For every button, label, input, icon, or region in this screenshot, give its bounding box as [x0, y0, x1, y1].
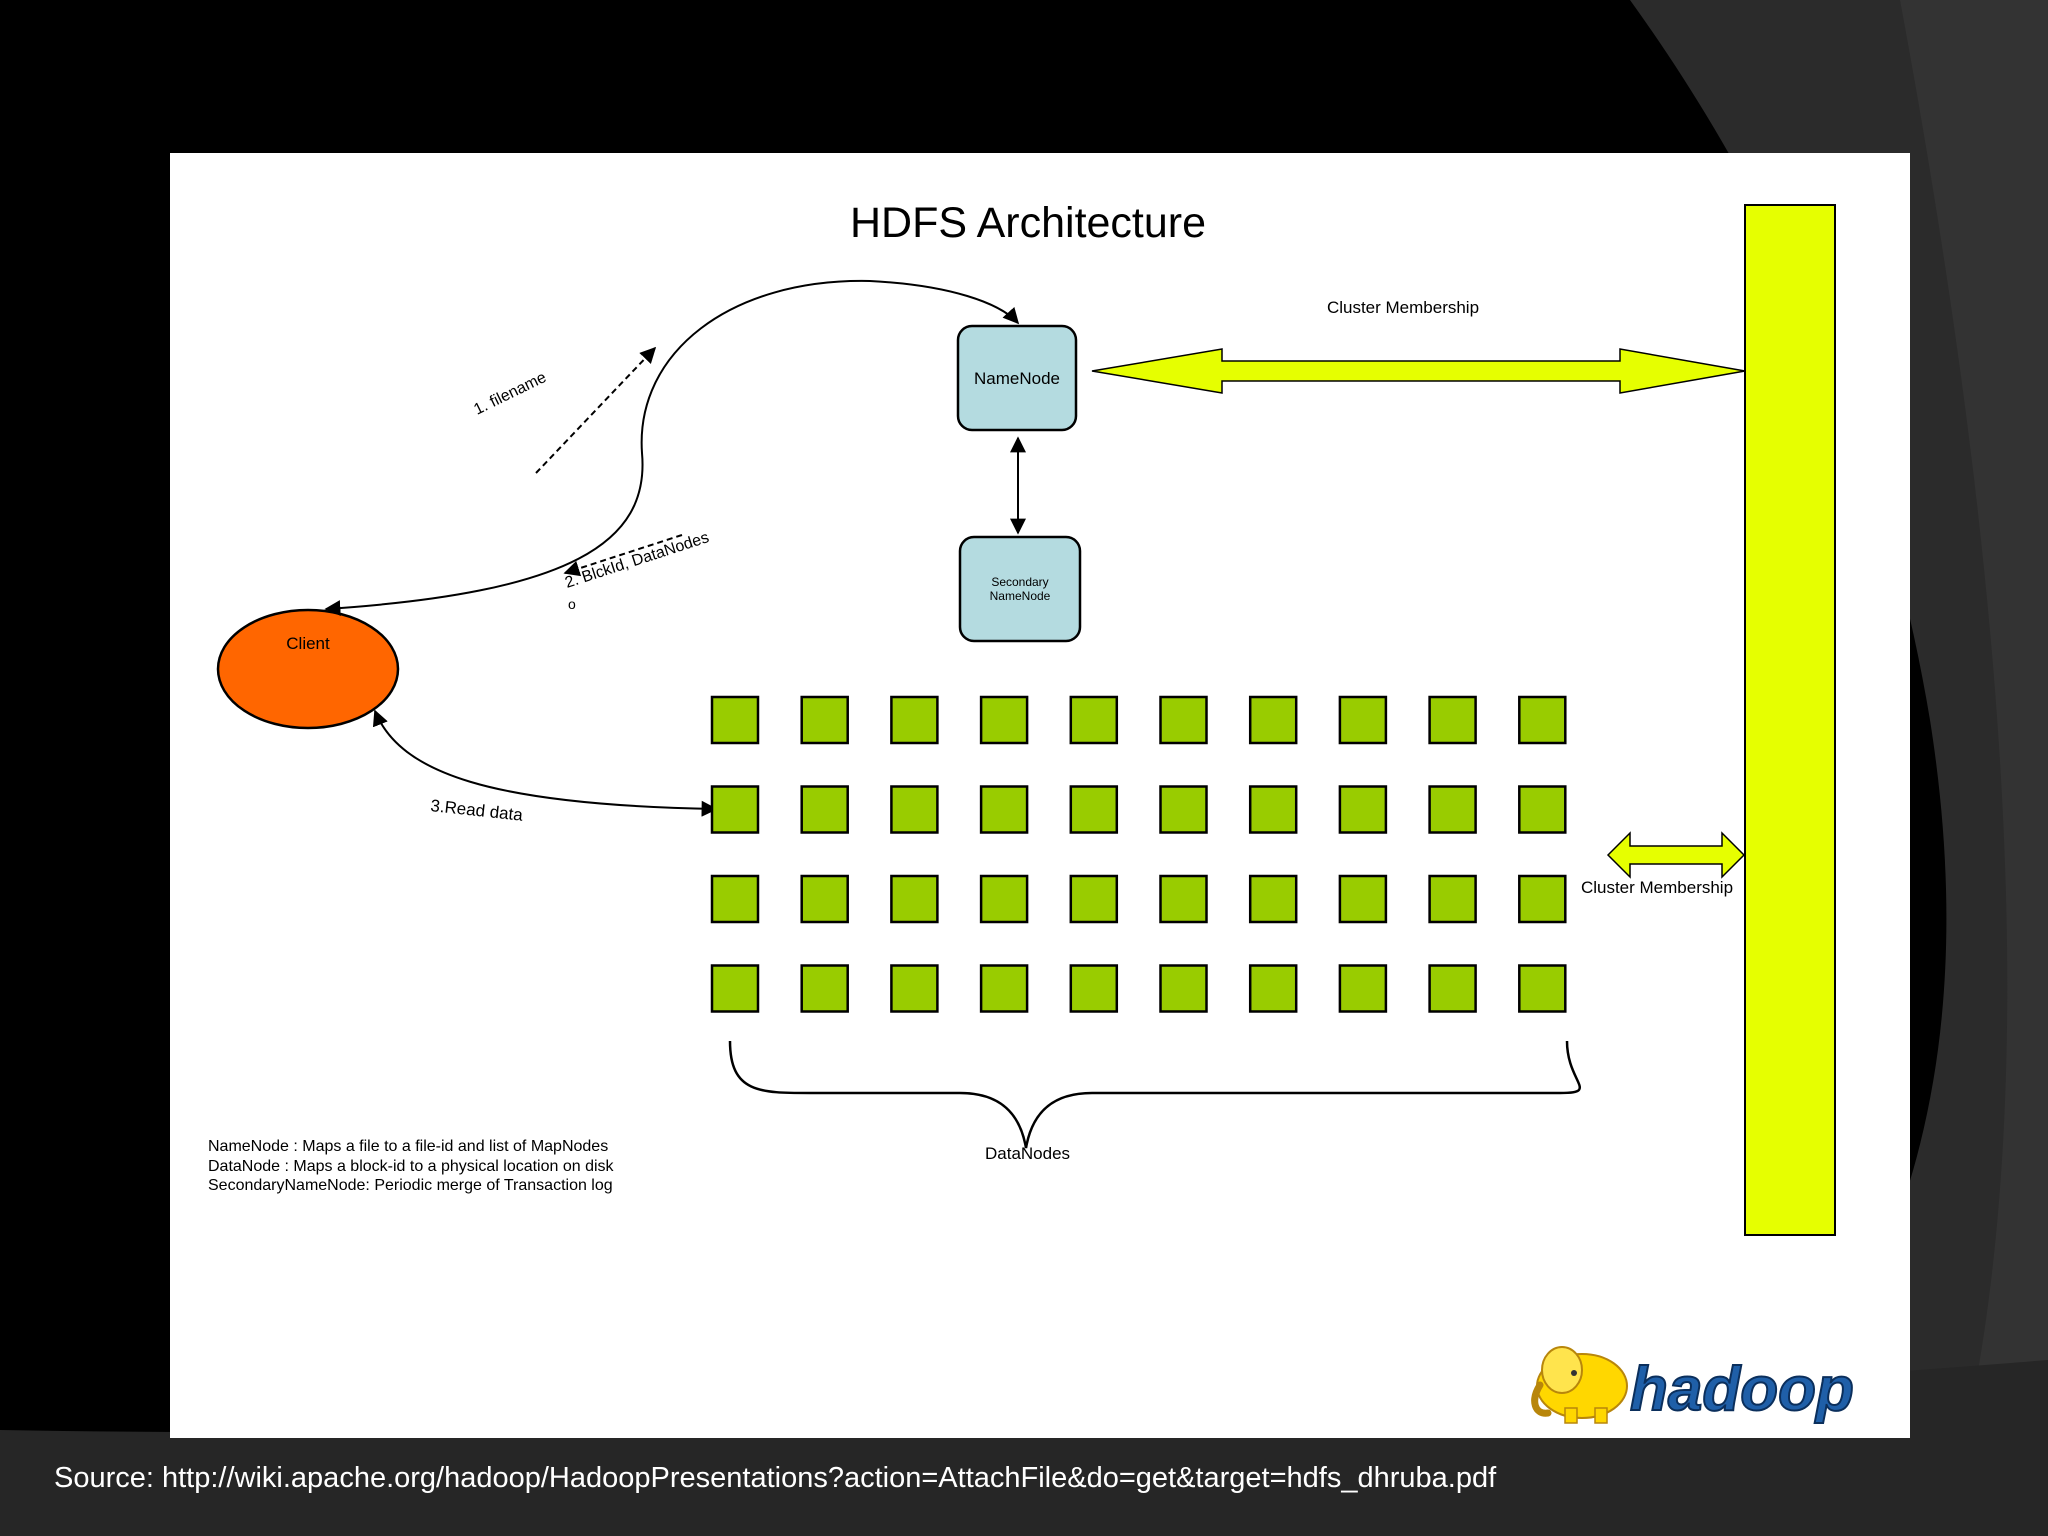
client-label: Client	[286, 634, 330, 653]
cluster-membership-top-arrow	[1091, 348, 1746, 394]
datanode-box	[1338, 785, 1388, 834]
cluster-membership-side-label: Cluster Membership	[1581, 878, 1733, 897]
datanode-box	[710, 874, 760, 924]
datanode-box	[1069, 874, 1119, 924]
hadoop-elephant-icon	[1531, 1346, 1628, 1424]
legend-datanode: DataNode : Maps a block-id to a physical…	[208, 1158, 615, 1175]
datanode-box	[710, 964, 760, 1013]
cluster-membership-bar	[1744, 204, 1836, 1236]
datanode-box	[1159, 874, 1208, 924]
client-node	[216, 608, 400, 730]
datanode-box	[1518, 785, 1567, 834]
datanode-box	[1248, 964, 1298, 1013]
datanode-box	[1159, 785, 1208, 834]
datanode-box	[890, 964, 939, 1013]
datanode-box	[1159, 695, 1208, 745]
cluster-membership-side-arrow	[1606, 831, 1746, 879]
datanode-box	[710, 695, 760, 745]
datanode-box	[1248, 874, 1298, 924]
read-data-label: 3.Read data	[430, 796, 525, 825]
datanode-box	[800, 695, 849, 745]
datanode-box	[890, 785, 939, 834]
datanode-box	[1248, 785, 1298, 834]
datanode-box	[710, 785, 760, 834]
datanode-box	[1069, 695, 1119, 745]
datanode-box	[1428, 695, 1477, 745]
datanode-box	[1428, 874, 1477, 924]
datanode-box	[800, 964, 849, 1013]
filename-label: 1. filename	[471, 369, 549, 419]
datanode-box	[1428, 964, 1477, 1013]
blockid-dashed-arrow	[563, 534, 683, 577]
secondary-namenode-label-line1: Secondary	[991, 575, 1048, 589]
datanode-box	[1518, 695, 1567, 745]
read-data-arrow	[372, 709, 718, 817]
datanode-box	[1428, 785, 1477, 834]
datanode-box	[1518, 874, 1567, 924]
datanode-box	[1248, 695, 1298, 745]
filename-dashed-arrow	[535, 346, 657, 474]
source-caption: Source: http://wiki.apache.org/hadoop/Ha…	[54, 1462, 1497, 1494]
datanode-box	[1159, 964, 1208, 1013]
datanode-box	[890, 695, 939, 745]
blockid-label: 2. BlckId, DataNodes	[563, 529, 711, 592]
datanode-box	[1338, 874, 1388, 924]
datanode-box	[1069, 785, 1119, 834]
client-namenode-arrow	[324, 279, 1020, 617]
hadoop-logo: hadoop	[1531, 1346, 1855, 1425]
diagram-title: HDFS Architecture	[850, 199, 1206, 247]
hadoop-logo-text: hadoop	[1630, 1355, 1854, 1424]
datanode-box	[800, 785, 849, 834]
blockid-label-suffix: o	[568, 596, 576, 612]
datanode-box	[1069, 964, 1119, 1013]
namenode-label: NameNode	[974, 369, 1060, 388]
secondary-namenode-label-line2: NameNode	[990, 589, 1051, 603]
datanode-box	[1518, 964, 1567, 1013]
datanode-box	[979, 964, 1029, 1013]
datanodes-brace	[728, 1040, 1582, 1149]
legend-secondary-namenode: SecondaryNameNode: Periodic merge of Tra…	[208, 1177, 613, 1194]
hdfs-architecture-diagram: HDFS Architecture NameNode Secondary Nam…	[208, 199, 1855, 1425]
datanode-box	[979, 695, 1029, 745]
datanode-box	[979, 874, 1029, 924]
legend-namenode: NameNode : Maps a file to a file-id and …	[208, 1138, 608, 1155]
datanode-box	[979, 785, 1029, 834]
datanode-box	[1338, 695, 1388, 745]
diagram-panel: HDFS Architecture NameNode Secondary Nam…	[170, 153, 1910, 1438]
datanode-box	[800, 874, 849, 924]
datanode-box	[890, 874, 939, 924]
slide-swoosh-right-inner	[1900, 0, 2048, 1536]
cluster-membership-top-label: Cluster Membership	[1327, 298, 1479, 317]
slide-swoosh-right	[1630, 0, 2048, 1536]
datanode-grid	[710, 695, 1567, 1013]
datanodes-label: DataNodes	[985, 1144, 1070, 1163]
datanode-box	[1338, 964, 1388, 1013]
